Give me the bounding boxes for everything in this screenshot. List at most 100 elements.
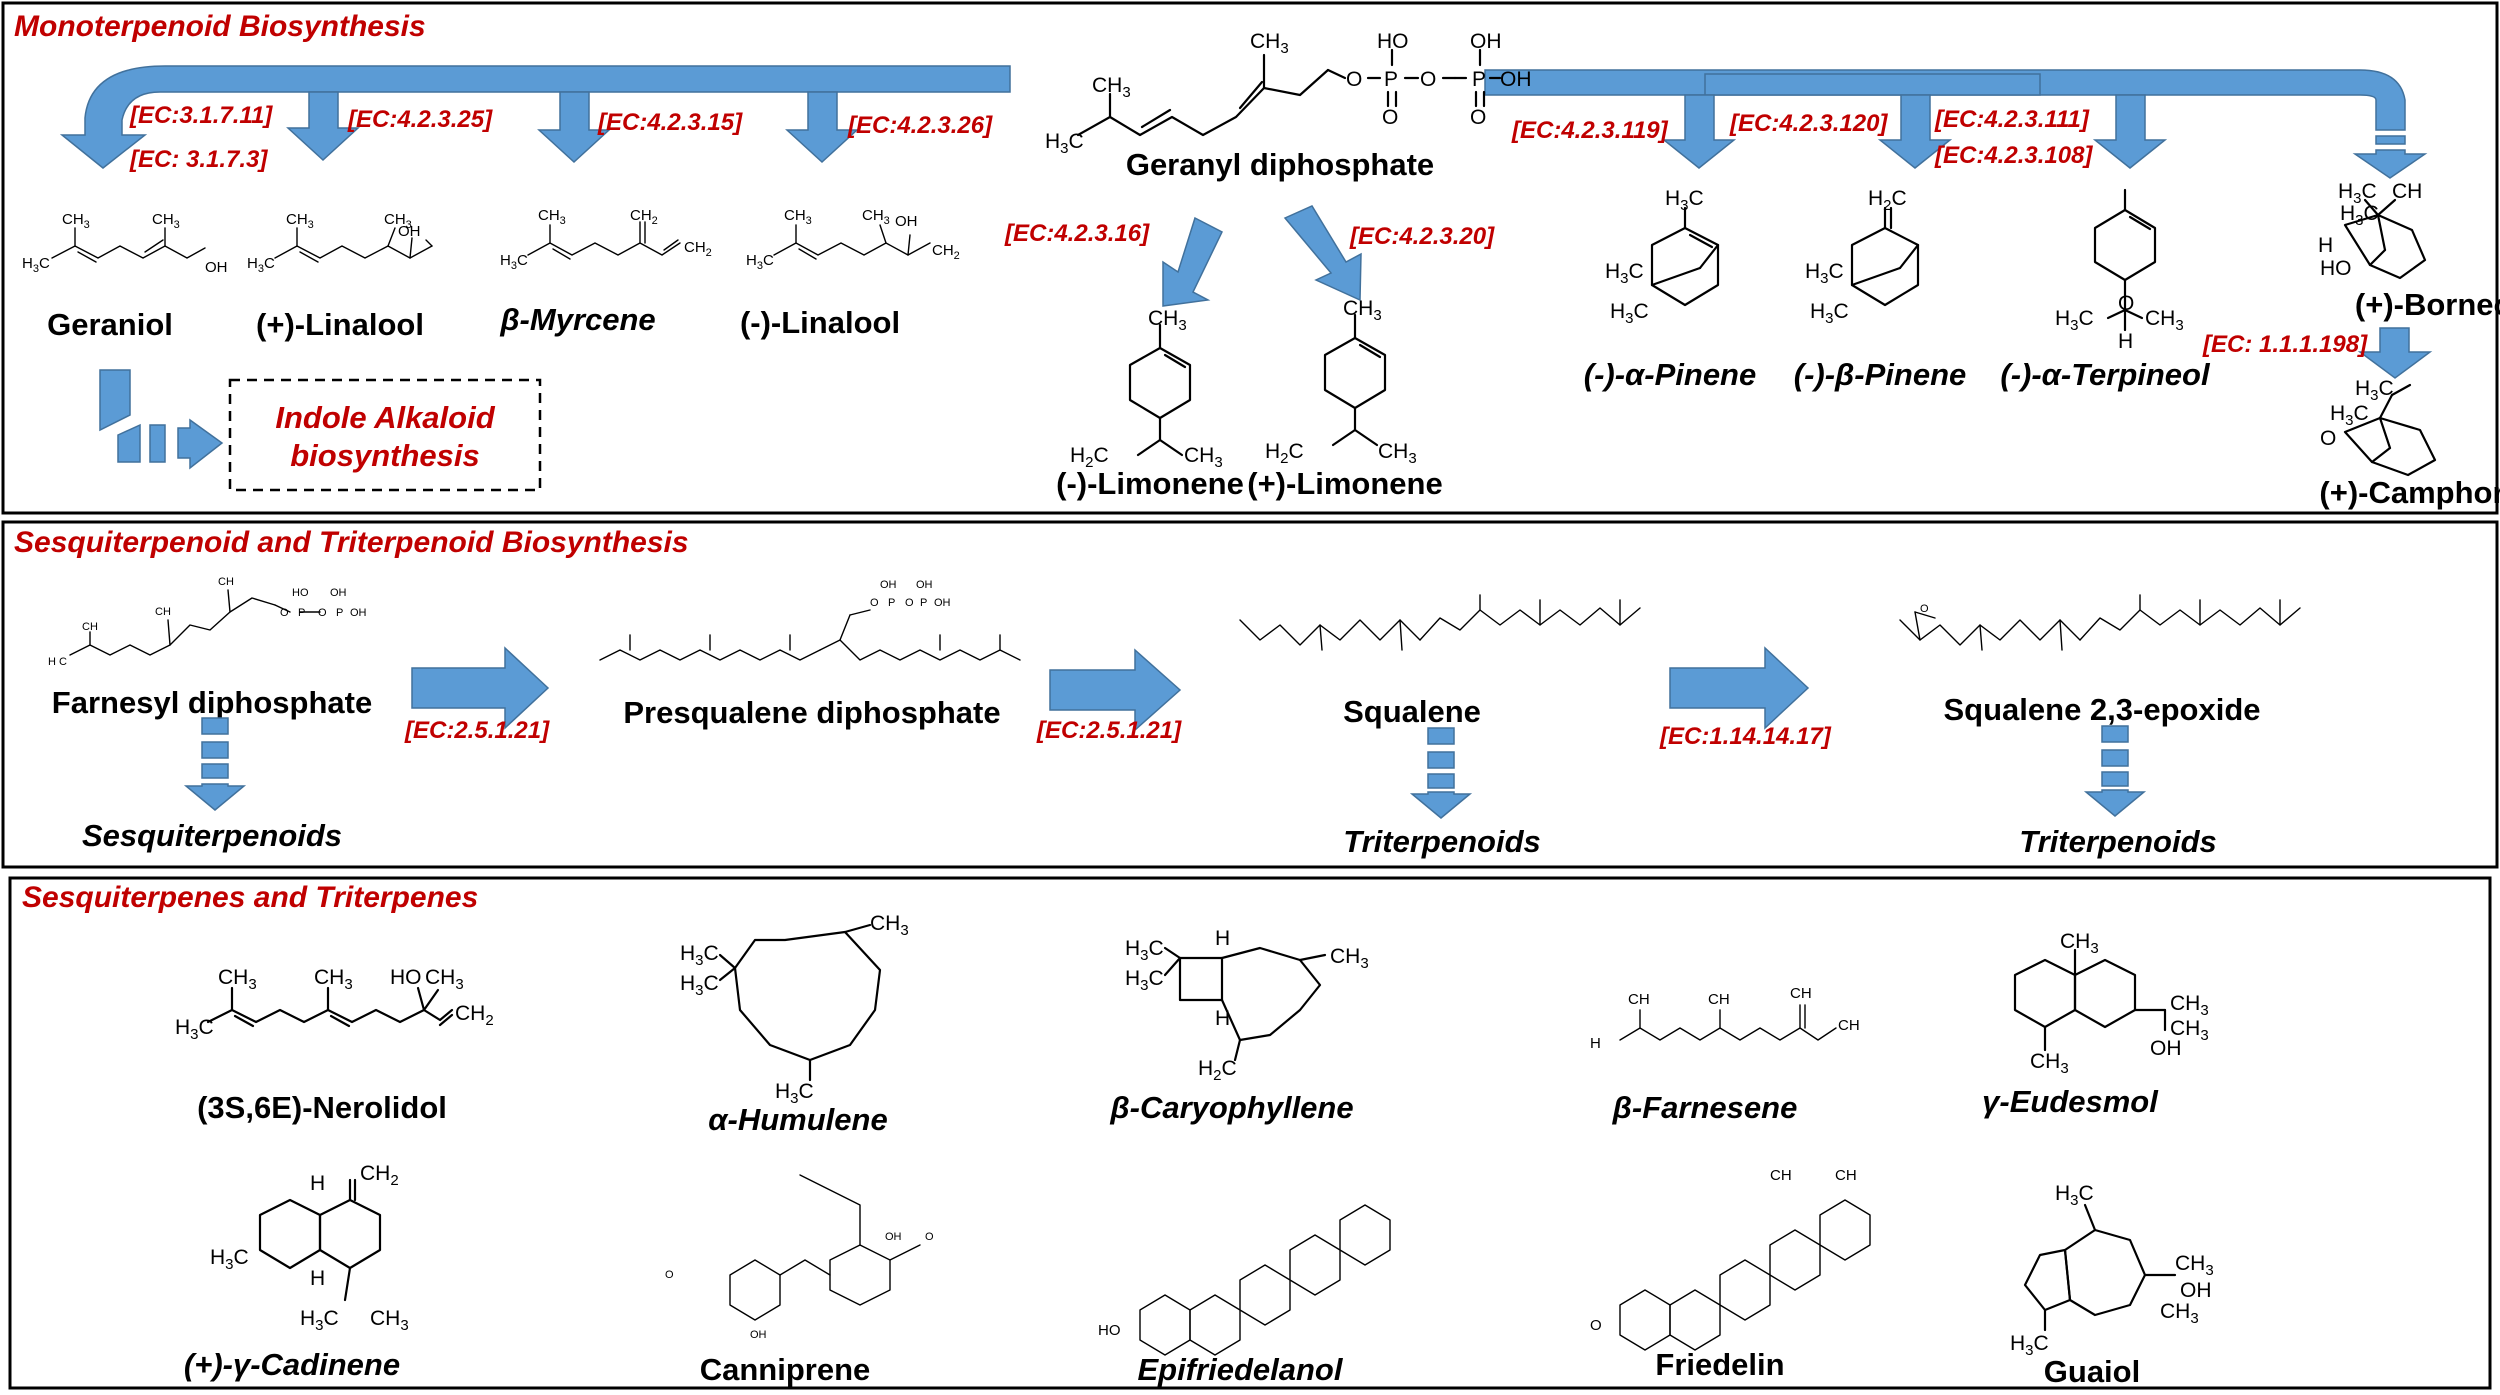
atom-label: HO — [1377, 30, 1409, 53]
sesquiterpenoid-section-box — [1, 520, 2499, 869]
linalool-plus-name: (+)-Linalool — [256, 307, 424, 342]
eudesmol-name: γ-Eudesmol — [1982, 1084, 2159, 1119]
humulene-structure: CH3 H3C H3C H3C — [680, 912, 909, 1107]
svg-text:CH3: CH3 — [370, 1307, 409, 1334]
svg-text:OH: OH — [2150, 1037, 2182, 1060]
limonene-minus-name: (-)-Limonene — [1056, 466, 1244, 501]
ec-label: [EC:4.2.3.111] — [1934, 106, 2090, 133]
arrow-to-linalool-plus — [286, 91, 360, 162]
ec-label: [EC:3.1.7.11] — [129, 102, 273, 129]
camphor-name: (+)-Camphor — [2319, 475, 2500, 510]
svg-text:H: H — [1215, 1007, 1230, 1030]
svg-text:H3C: H3C — [2010, 1332, 2049, 1359]
svg-text:CH3: CH3 — [784, 207, 812, 227]
terpenes-section-title: Sesquiterpenes and Triterpenes — [22, 881, 478, 914]
fpp-name: Farnesyl diphosphate — [52, 685, 372, 720]
svg-text:OH: OH — [205, 259, 228, 276]
triterpenoids-label-1: Triterpenoids — [1343, 824, 1541, 859]
svg-text:CH: CH — [1708, 991, 1730, 1008]
svg-text:CH3: CH3 — [2145, 307, 2184, 334]
linalool-minus-name: (-)-Linalool — [740, 305, 900, 340]
svg-text:H3C: H3C — [2338, 180, 2377, 207]
sesquiterpenoids-label: Sesquiterpenoids — [82, 818, 342, 853]
svg-text:CH3: CH3 — [1184, 444, 1223, 471]
a-terpineol-structure: H3C CH3 O H — [2055, 188, 2184, 353]
svg-text:OH: OH — [916, 579, 933, 591]
svg-text:CH3: CH3 — [870, 912, 909, 939]
svg-text:OH: OH — [2180, 1279, 2212, 1302]
svg-text:CH3: CH3 — [314, 966, 353, 993]
myrcene-structure: H3C CH3 CH2 CH2 — [500, 207, 712, 272]
svg-text:OH: OH — [880, 579, 897, 591]
svg-text:CH3: CH3 — [218, 966, 257, 993]
ec-label: [EC: 1.1.1.198] — [2202, 331, 2368, 358]
linalool-plus-structure: H3C CH3 CH3 OH — [247, 211, 433, 275]
ec-label: [EC:2.5.1.21] — [1036, 717, 1182, 744]
canniprene-name: Canniprene — [700, 1352, 871, 1387]
svg-text:O: O — [870, 597, 879, 609]
svg-text:H3C: H3C — [1810, 300, 1849, 327]
dashed-down-arrow — [1409, 727, 1473, 819]
sqe-name: Squalene 2,3-epoxide — [1944, 692, 2261, 727]
guaiol-name: Guaiol — [2044, 1354, 2140, 1389]
terpenes-section-box — [8, 876, 2492, 1390]
svg-text:H3C: H3C — [22, 255, 50, 275]
svg-text:HO: HO — [1098, 1322, 1121, 1339]
atom-label: O — [1346, 68, 1362, 91]
atom-label: O — [1470, 106, 1486, 129]
svg-text:CH3: CH3 — [1343, 297, 1382, 324]
linalool-minus-structure: H3C CH3 CH3 OH CH2 — [746, 207, 960, 272]
svg-text:OH: OH — [750, 1329, 767, 1341]
methyl-label: CH3 — [1250, 30, 1289, 57]
svg-text:CH3: CH3 — [1148, 307, 1187, 334]
svg-text:H3C: H3C — [775, 1080, 814, 1107]
indole-text-1: Indole Alkaloid — [275, 400, 495, 435]
svg-text:HO: HO — [390, 966, 422, 989]
indole-box — [228, 378, 542, 492]
a-pinene-structure: H3C H3C H3C — [1605, 187, 1720, 327]
svg-text:CH3: CH3 — [2030, 1050, 2069, 1077]
caryophyllene-structure: H H CH3 H3C H3C H2C — [1125, 927, 1369, 1084]
svg-text:H3C: H3C — [680, 972, 719, 999]
svg-text:O: O — [665, 1269, 674, 1281]
cadinene-name: (+)-γ-Cadinene — [184, 1347, 400, 1382]
ec-label: [EC:4.2.3.20] — [1349, 223, 1495, 250]
svg-text:CH2: CH2 — [684, 239, 712, 259]
svg-text:H C: H C — [48, 656, 67, 668]
svg-text:CH3: CH3 — [62, 211, 90, 231]
indole-dashed-arrow — [99, 369, 224, 470]
arrow-to-linalool-minus — [785, 91, 859, 164]
farnesene-name: β-Farnesene — [1612, 1090, 1798, 1125]
caryophyllene-name: β-Caryophyllene — [1109, 1090, 1353, 1125]
svg-text:O: O — [905, 597, 914, 609]
svg-text:CH: CH — [1790, 985, 1812, 1002]
svg-text:H3C: H3C — [1125, 967, 1164, 994]
svg-text:H3C: H3C — [300, 1307, 339, 1334]
svg-text:H2C: H2C — [1265, 440, 1304, 467]
dashed-down-arrow — [183, 717, 247, 811]
ec-label: [EC:4.2.3.119] — [1511, 117, 1669, 144]
monoterpenoid-section-box — [1, 1, 2499, 515]
svg-text:H: H — [1215, 927, 1230, 950]
atom-label: P — [1384, 68, 1398, 91]
b-pinene-name: (-)-β-Pinene — [1794, 357, 1967, 392]
svg-text:H3C: H3C — [500, 252, 528, 272]
svg-text:CH2: CH2 — [932, 242, 960, 262]
svg-text:H: H — [2318, 234, 2333, 257]
svg-text:H3C: H3C — [2055, 307, 2094, 334]
squalene-epoxide-structure: O — [1899, 594, 2301, 651]
nerolidol-name: (3S,6E)-Nerolidol — [197, 1090, 447, 1125]
atom-label: OH — [1500, 68, 1532, 91]
svg-text:OH: OH — [885, 1231, 902, 1243]
myrcene-name: β-Myrcene — [499, 302, 655, 337]
friedelin-name: Friedelin — [1655, 1347, 1784, 1382]
dashed-down-arrow — [2083, 725, 2147, 817]
svg-text:P: P — [888, 597, 895, 609]
svg-text:CH3: CH3 — [2175, 1252, 2214, 1279]
monoterpenoid-section-title: Monoterpenoid Biosynthesis — [14, 10, 426, 43]
farnesyl-diphosphate-structure: CH CH CH H C O P O P OH HO OH — [48, 576, 367, 668]
epifriedelanol-structure: HO — [1098, 1204, 1391, 1356]
svg-text:H2C: H2C — [1070, 444, 1109, 471]
arrow-psq-to-sq — [1049, 648, 1182, 732]
triterpenoids-label-2: Triterpenoids — [2019, 824, 2217, 859]
